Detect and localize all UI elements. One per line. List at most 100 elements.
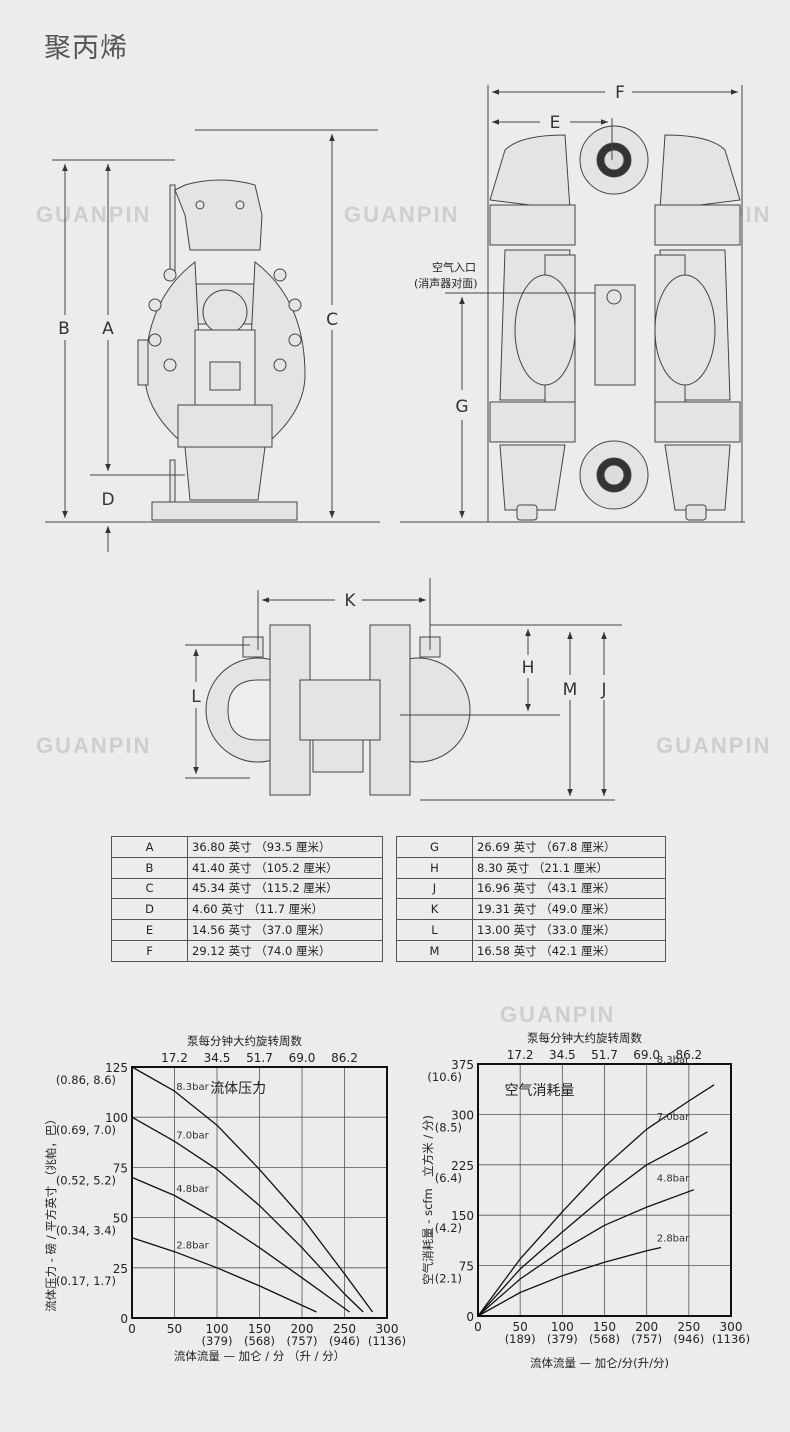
x-tick-sublabel: (946) [673,1332,704,1346]
series-label: 7.0bar [176,1130,209,1141]
y-tick-sublabel: (0.69, 7.0) [56,1123,116,1137]
top-axis-title: 泵每分钟大约旋转周数 [187,1034,302,1048]
y-tick-sublabel: (0.86, 8.6) [56,1073,116,1087]
side-view-pump [137,179,306,521]
plot-frame [477,1063,732,1317]
y-tick-label: 300 [451,1108,474,1122]
y-tick-label: 0 [466,1310,474,1324]
x-tick-label: 200 [635,1320,658,1334]
y-tick-sublabel: (6.4) [435,1171,462,1185]
x-tick-label: 300 [720,1320,743,1334]
chart-title: 空气消耗量 [505,1083,575,1099]
x-tick-sublabel: (189) [505,1332,536,1346]
x-tick-label: 50 [513,1320,528,1334]
x-tick-sublabel: (1136) [712,1332,750,1346]
x-tick-label: 250 [333,1322,356,1336]
series-line-7.0bar [131,1116,364,1313]
series-label: 2.8bar [176,1240,209,1251]
series-label: 7.0bar [657,1112,690,1123]
x-tick-label: 300 [376,1322,399,1336]
dimension-value: 26.69 英寸 （67.8 厘米） [472,836,666,858]
dimension-value: 29.12 英寸 （74.0 厘米） [187,939,383,962]
x-tick-label: 200 [291,1322,314,1336]
dimension-value: 41.40 英寸 （105.2 厘米） [187,856,383,879]
x-tick-label: 50 [167,1322,182,1336]
y-tick-label: 50 [113,1212,128,1226]
watermark-logo: GUANPIN [344,202,460,227]
dim-label-e: E [550,113,561,133]
series-line-7.0bar [477,1131,708,1317]
dimension-key: D [111,898,188,921]
y-axis-title: 流体压力 - 磅 / 平方英寸 （兆帕，巴） [44,1113,58,1312]
top-tick-label: 17.2 [507,1048,534,1062]
front-view-pump [489,125,741,521]
series-label: 8.3bar [657,1055,690,1066]
dimension-value: 16.58 英寸 （42.1 厘米） [472,939,666,962]
air-inlet-note: (消声器对面) [414,276,478,290]
dimension-key: J [396,877,473,900]
x-axis-title: 流体流量 — 加仑 / 分 （升 / 分） [174,1349,345,1363]
series-label: 4.8bar [657,1174,690,1185]
dimension-value: 8.30 英寸 （21.1 厘米） [472,856,666,879]
top-tick-label: 69.0 [633,1048,660,1062]
x-tick-label: 150 [593,1320,616,1334]
y-tick-label: 125 [105,1061,128,1075]
dimension-value: 14.56 英寸 （37.0 厘米） [187,919,383,941]
dim-label-h: H [522,658,535,678]
top-tick-label: 17.2 [161,1051,188,1065]
dim-label-b: B [58,319,70,339]
watermark-logo: GUANPIN [500,1002,616,1027]
dimension-value: 4.60 英寸 （11.7 厘米） [187,898,383,921]
y-tick-label: 75 [459,1260,474,1274]
y-tick-label: 225 [451,1159,474,1173]
y-tick-sublabel: (0.52, 5.2) [56,1173,116,1187]
x-tick-sublabel: (379) [202,1334,233,1348]
x-tick-label: 100 [551,1320,574,1334]
dim-label-m: M [563,680,578,700]
series-line-2.8bar [131,1237,317,1313]
dimension-key: F [111,939,188,962]
dim-label-f: F [615,83,625,103]
y-tick-label: 150 [451,1209,474,1223]
dimension-value: 36.80 英寸 （93.5 厘米） [187,836,383,858]
dimension-key: L [396,919,473,941]
page-title: 聚丙烯 [44,33,128,64]
dimension-key: B [111,856,188,879]
x-tick-sublabel: (568) [589,1332,620,1346]
chart-title: 流体压力 [210,1081,266,1097]
dimension-value: 45.34 英寸 （115.2 厘米） [187,877,383,900]
x-tick-sublabel: (1136) [368,1334,406,1348]
y-tick-sublabel: (0.17, 1.7) [56,1274,116,1288]
y-tick-label: 375 [451,1058,474,1072]
top-tick-label: 51.7 [246,1051,273,1065]
dim-label-d: D [101,490,114,510]
air-inlet-label: 空气入口 [432,260,476,274]
dimension-key: G [396,836,473,858]
y-axis-title: 空气消耗量 - scfm 立方米 / 分) [421,1115,435,1285]
y-tick-sublabel: (4.2) [435,1221,462,1235]
watermark-logo: GUANPIN [36,733,152,758]
dimension-key: A [111,836,188,858]
x-tick-label: 100 [206,1322,229,1336]
series-line-8.3bar [477,1084,715,1317]
series-label: 2.8bar [657,1233,690,1244]
y-tick-label: 100 [105,1111,128,1125]
top-tick-label: 34.5 [204,1051,231,1065]
x-tick-sublabel: (757) [287,1334,318,1348]
series-label: 4.8bar [176,1184,209,1195]
watermark-logo: GUANPIN [656,733,772,758]
x-tick-sublabel: (757) [631,1332,662,1346]
dim-label-l: L [191,687,201,707]
top-axis-title: 泵每分钟大约旋转周数 [527,1031,642,1045]
watermark-logo: GUANPIN [36,202,152,227]
